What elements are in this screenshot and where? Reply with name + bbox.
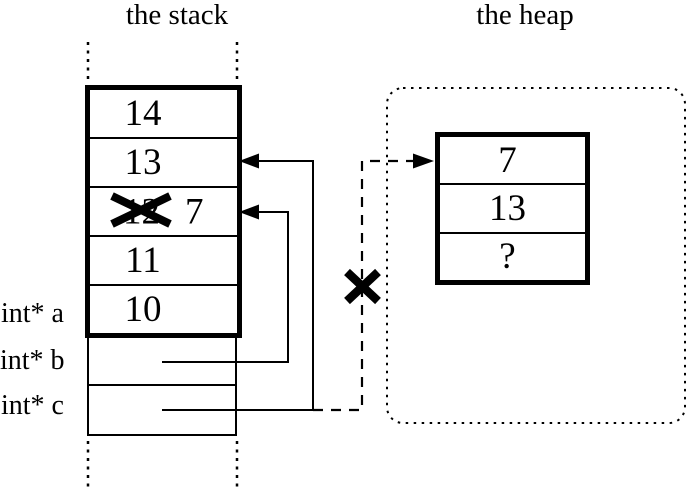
stack-cell-old-value: 12: [123, 191, 160, 232]
stack-cell-value: 10: [124, 289, 162, 330]
heap-object-box: 7 13 ?: [435, 132, 590, 285]
dangling-pointer-dashed-line: [313, 159, 413, 412]
heap-cell-value: ?: [499, 236, 516, 278]
dangling-pointer-arrowhead-icon: [413, 153, 434, 169]
label-int-a: int* a: [1, 298, 64, 329]
stack-cell-10: 10: [90, 286, 237, 333]
label-int-c: int* c: [1, 390, 64, 421]
heap-cell-2: ?: [440, 234, 585, 280]
stack-title: the stack: [125, 0, 229, 31]
heap-cell-value: 13: [489, 187, 526, 229]
stack-cell-value: 14: [124, 93, 162, 134]
heap-cell-0: 7: [440, 137, 585, 186]
pointer-cell-c: [89, 386, 235, 434]
pointer-b-arrowhead-icon: [239, 204, 259, 220]
stack-frame-box: 14 13 12 7 11 10: [85, 85, 242, 338]
stack-cell-value: 13: [124, 142, 162, 183]
severed-pointer-x-icon: [344, 268, 381, 305]
pointer-cell-b: [89, 336, 235, 386]
heap-title: the heap: [476, 0, 574, 31]
pointer-c-arrowhead-icon: [239, 153, 259, 169]
heap-cell-value: 7: [498, 139, 517, 181]
stack-cell-13: 13: [90, 139, 237, 188]
label-int-b: int* b: [0, 345, 65, 376]
stack-cell-11: 11: [90, 237, 237, 286]
stack-cell-value: 11: [125, 240, 161, 281]
stack-cell-new-value: 7: [185, 191, 204, 232]
stack-cell-overwritten: 12 7: [90, 188, 237, 237]
pointer-variables-box: [87, 336, 237, 436]
stack-cell-14: 14: [90, 90, 237, 139]
heap-cell-1: 13: [440, 185, 585, 234]
